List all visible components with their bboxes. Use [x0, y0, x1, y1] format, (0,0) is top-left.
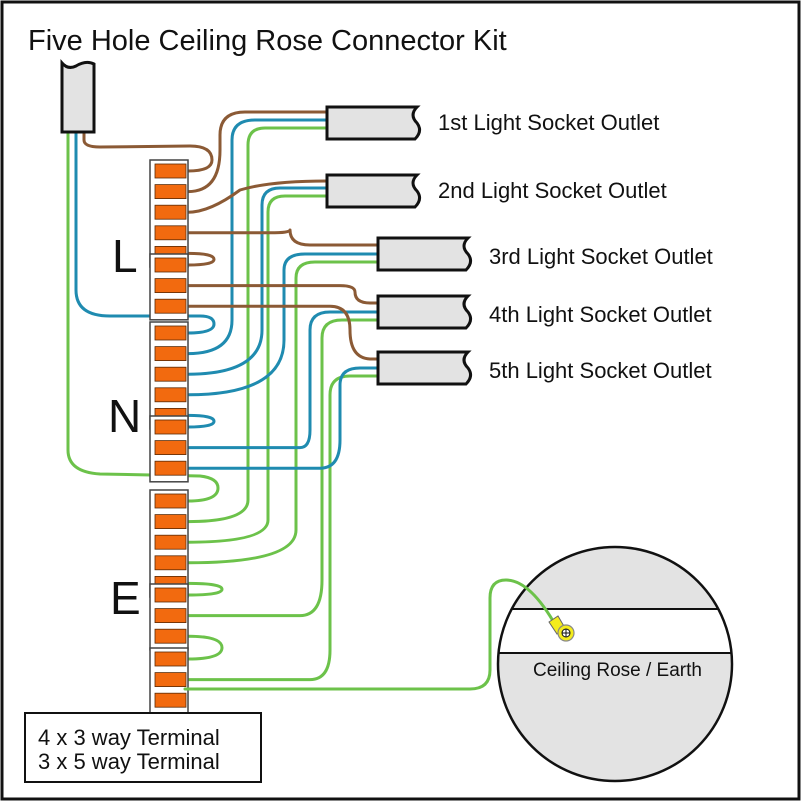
terminal-slot [154, 493, 187, 509]
wire [186, 118, 329, 356]
wire [186, 194, 329, 544]
terminal-block-e-5-way [149, 489, 189, 598]
outlet-label: 2nd Light Socket Outlet [438, 178, 667, 203]
wire [186, 186, 329, 376]
terminal-slot [154, 366, 187, 382]
terminal-slot [154, 387, 187, 403]
wire [186, 304, 380, 361]
wire [186, 179, 329, 214]
earth-lug-icon [548, 615, 575, 642]
supply-cable [60, 58, 96, 134]
outlet-2: 2nd Light Socket Outlet [325, 173, 667, 209]
terminal-blocks [149, 159, 189, 715]
terminal-slot [154, 257, 187, 273]
wire [66, 130, 220, 503]
neutral-wires [74, 118, 380, 470]
neutral-group-label: N [108, 390, 141, 442]
outlet-label: 3rd Light Socket Outlet [489, 244, 713, 269]
wire [186, 260, 380, 565]
terminal-slot [154, 587, 187, 603]
terminal-slot [154, 672, 187, 687]
terminal-slot [154, 692, 187, 708]
wire [186, 228, 380, 247]
outlet-1: 1st Light Socket Outlet [325, 105, 659, 141]
terminal-slot [154, 204, 187, 220]
terminal-slot [154, 184, 187, 200]
terminal-block-n-3-way [149, 415, 189, 483]
wire [186, 318, 380, 618]
outlet-cable [376, 350, 473, 386]
terminal-block-l-3-way [149, 253, 189, 321]
wire [82, 130, 214, 173]
rose-earth-wire [183, 578, 558, 691]
terminal-slot [154, 460, 187, 476]
wire [74, 130, 216, 335]
live-wires [82, 110, 380, 361]
terminal-block-n-5-way [149, 321, 189, 430]
outlet-4: 4th Light Socket Outlet [376, 294, 712, 330]
outlet-cable [376, 236, 473, 272]
terminal-slot [154, 651, 187, 667]
wire [186, 413, 216, 429]
terminal-legend: 4 x 3 way Terminal 3 x 5 way Terminal [24, 712, 262, 783]
outlet-cable [325, 105, 422, 141]
earth-group-label: E [110, 572, 141, 624]
terminal-slot [154, 419, 187, 435]
outlet-5: 5th Light Socket Outlet [376, 350, 712, 386]
terminal-slot [154, 163, 187, 179]
terminal-slot [154, 278, 187, 294]
terminal-block-e-3-way [149, 647, 189, 715]
wire [186, 581, 224, 597]
outlet-cable [325, 173, 422, 209]
wire [186, 252, 380, 397]
terminal-slot [154, 225, 187, 241]
terminal-block-e-3-way [149, 583, 189, 651]
legend-line-1: 4 x 3 way Terminal [38, 725, 220, 750]
wire [186, 634, 224, 661]
earth-wires [66, 126, 380, 682]
live-group-label: L [112, 230, 138, 282]
terminal-slot [154, 608, 187, 623]
terminal-slot [154, 555, 187, 571]
terminal-slot [154, 514, 187, 529]
wire [186, 284, 380, 305]
wire [186, 251, 216, 267]
outlet-label: 1st Light Socket Outlet [438, 110, 659, 135]
terminal-slot [154, 325, 187, 341]
diagram-title: Five Hole Ceiling Rose Connector Kit [28, 25, 507, 57]
outlet-label: 5th Light Socket Outlet [489, 358, 712, 383]
wire [186, 110, 329, 194]
ceiling-rose-label: Ceiling Rose / Earth [533, 660, 702, 681]
terminal-slot [154, 534, 187, 550]
terminal-slot [154, 628, 187, 644]
terminal-slot [154, 298, 187, 314]
ceiling-rose: Ceiling Rose / Earth [183, 545, 734, 783]
wire [186, 126, 329, 524]
terminal-slot [154, 346, 187, 362]
wire [186, 366, 380, 470]
terminal-slot [154, 440, 187, 456]
outlet-3: 3rd Light Socket Outlet [376, 236, 713, 272]
terminal-block-l-5-way [149, 159, 189, 268]
outlet-cables: 1st Light Socket Outlet 2nd Light Socket … [325, 105, 713, 386]
wire [186, 310, 380, 450]
outlet-label: 4th Light Socket Outlet [489, 302, 712, 327]
legend-line-2: 3 x 5 way Terminal [38, 749, 220, 774]
outlet-cable [376, 294, 473, 330]
